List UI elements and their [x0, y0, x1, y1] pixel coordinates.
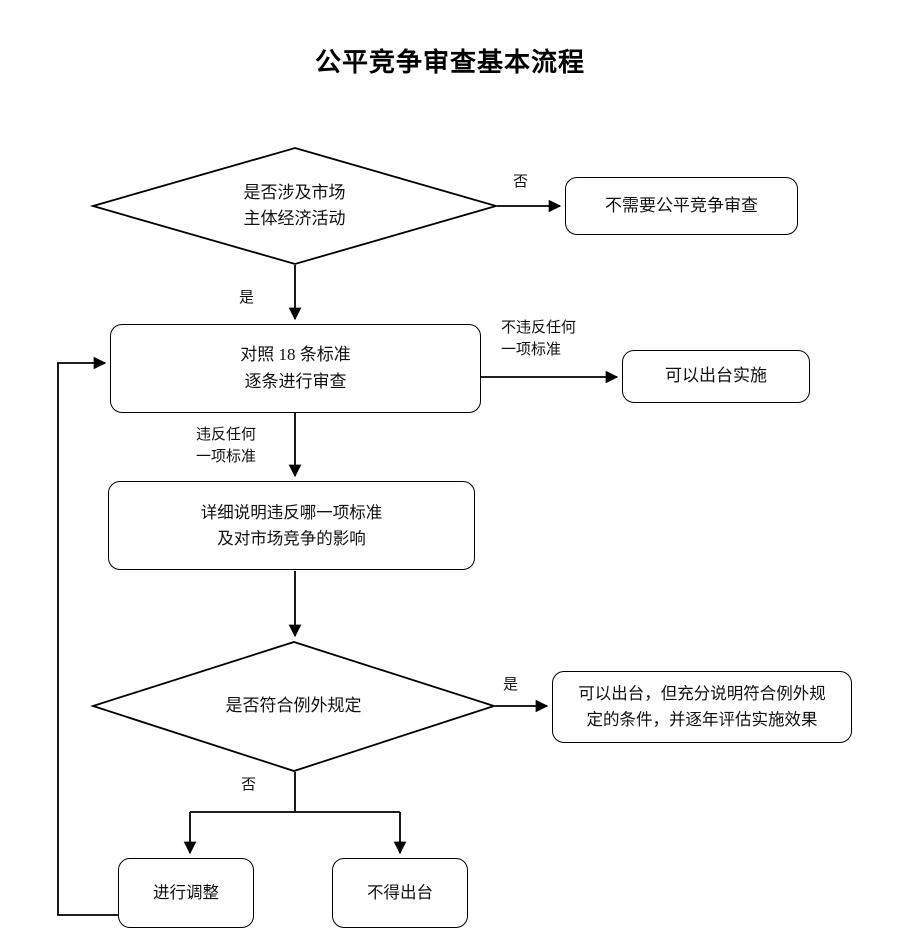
node-may-implement-label: 可以出台实施 — [665, 366, 767, 386]
decision-market-activity-label: 是否涉及市场 主体经济活动 — [243, 182, 346, 228]
node-explain-violation-label: 详细说明违反哪一项标准 及对市场竞争的影响 — [200, 502, 383, 548]
node-review-18-standards-label: 对照 18 条标准 逐条进行审查 — [240, 345, 351, 391]
decision-exception-rules-label: 是否符合例外规定 — [225, 696, 362, 716]
edge-label-exception-yes: 是 — [503, 677, 519, 693]
node-make-adjustment[interactable]: 进行调整 — [118, 858, 254, 928]
edge-feedback-loop — [57, 356, 118, 916]
node-make-adjustment-label: 进行调整 — [153, 883, 219, 903]
edge-label-no-violation: 不违反任何 一项标准 — [501, 320, 577, 358]
page-title: 公平竞争审查基本流程 — [314, 47, 585, 77]
node-may-issue-with-conditions[interactable]: 可以出台，但充分说明符合例外规 定的条件，并逐年评估实施效果 — [552, 671, 852, 743]
edge-label-violation: 违反任何 一项标准 — [196, 427, 257, 465]
node-may-implement[interactable]: 可以出台实施 — [622, 350, 810, 403]
node-no-review-needed[interactable]: 不需要公平竞争审查 — [565, 177, 798, 235]
node-explain-violation[interactable]: 详细说明违反哪一项标准 及对市场竞争的影响 — [108, 481, 475, 570]
node-no-review-needed-label: 不需要公平竞争审查 — [605, 195, 758, 215]
edge-label-market-yes: 是 — [239, 290, 255, 306]
node-must-not-issue-label: 不得出台 — [367, 883, 433, 903]
diamond-shape — [90, 641, 497, 772]
edge-label-exception-no: 否 — [241, 777, 257, 793]
node-review-18-standards[interactable]: 对照 18 条标准 逐条进行审查 — [110, 324, 481, 413]
node-must-not-issue[interactable]: 不得出台 — [332, 858, 468, 928]
decision-exception-rules[interactable]: 是否符合例外规定 — [90, 641, 497, 772]
decision-market-activity[interactable]: 是否涉及市场 主体经济活动 — [89, 147, 500, 265]
node-may-issue-with-conditions-label: 可以出台，但充分说明符合例外规 定的条件，并逐年评估实施效果 — [578, 684, 826, 729]
diamond-shape — [89, 147, 500, 265]
edge-label-market-no: 否 — [513, 174, 529, 190]
